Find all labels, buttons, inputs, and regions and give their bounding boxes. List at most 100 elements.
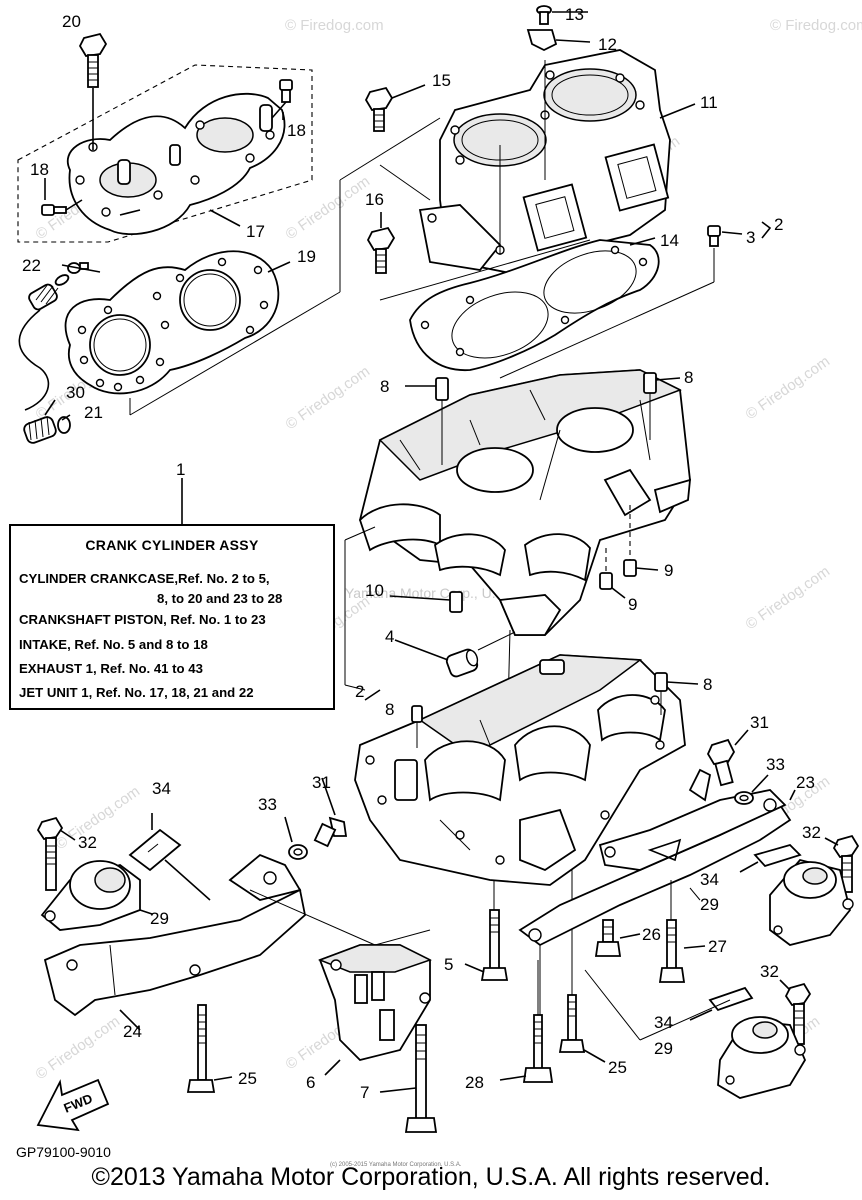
shim-34-icon (128, 813, 211, 901)
callout-8: 8 (380, 377, 389, 396)
case-rib (639, 399, 651, 461)
watermark: © Firedog.com (33, 1013, 124, 1083)
cylinder-bore-2-inner (551, 74, 629, 116)
gasket-bore-2 (179, 269, 241, 331)
head-bolt-hole (75, 175, 85, 185)
bolt-28-icon (499, 960, 554, 1083)
dowel-3-icon (499, 221, 772, 379)
callout-8: 8 (684, 368, 693, 387)
bolt-26-icon (594, 919, 641, 957)
gasket-holes (77, 257, 269, 392)
dowel-8-icon (643, 372, 681, 440)
assembly-line: 8, to 20 and 23 to 28 (157, 591, 283, 606)
lower-crankcase-group (354, 654, 686, 886)
gasket-ref-line (129, 291, 341, 416)
head-bolt-hole (245, 153, 255, 163)
exhaust-port-1-inner (535, 196, 575, 239)
callout-23: 23 (796, 773, 815, 792)
bushing-4-icon (394, 631, 516, 678)
head-bolt-hole (190, 175, 200, 185)
callout-numbers: 20 13 12 15 11 18 18 16 17 3 2 14 19 22 … (22, 5, 821, 1102)
bolt-7-icon (379, 1024, 438, 1133)
leader-14 (629, 237, 656, 246)
engine-bed-24-icon (43, 853, 306, 1031)
callout-26: 26 (642, 925, 661, 944)
assembly-line: EXHAUST 1, Ref. No. 41 to 43 (19, 661, 203, 676)
bolt-32-icon (824, 834, 860, 893)
cylinder-ref-line (339, 117, 441, 181)
mount-ref-line (374, 929, 431, 946)
callout-16: 16 (365, 190, 384, 209)
crank-bore-1 (456, 447, 534, 493)
callout-25: 25 (238, 1069, 257, 1088)
callout-30: 30 (66, 383, 85, 402)
bolt-18-icon (41, 199, 83, 216)
callout-21: 21 (84, 403, 103, 422)
cylinder-base-flange (418, 204, 502, 271)
mount-ref-line (639, 999, 731, 1041)
bracket-2 (761, 221, 772, 239)
base-gasket-group (409, 237, 660, 371)
callout-34: 34 (700, 870, 719, 889)
cylinder-head-group (17, 32, 313, 243)
bolt-32-icon (36, 816, 76, 891)
yamaha-overlay-watermark: Yamaha Motor Corp., U.S.A. (345, 585, 522, 601)
leader-19 (267, 261, 291, 273)
leader-30 (44, 399, 56, 416)
spark-plug-boss-2 (259, 104, 273, 132)
callout-10: 10 (365, 581, 384, 600)
callout-19: 19 (297, 247, 316, 266)
crankcase-ref-line (344, 684, 366, 691)
callout-32: 32 (760, 962, 779, 981)
bolt-18-icon (271, 79, 293, 119)
upper-case-top-face (378, 369, 682, 481)
case-rib (399, 439, 421, 471)
bracket-arm (688, 768, 712, 802)
watermark: © Firedog.com (283, 363, 374, 433)
callout-2: 2 (355, 682, 364, 701)
callout-5: 5 (444, 955, 453, 974)
crank-bore-2 (556, 407, 634, 453)
bolt-25-icon (186, 1004, 233, 1093)
bolt-31-icon (313, 777, 348, 848)
case-rib (469, 419, 481, 446)
bolt-15-icon (364, 84, 426, 132)
callout-33: 33 (258, 795, 277, 814)
callout-8: 8 (385, 700, 394, 719)
head-dashed-outline (17, 64, 313, 243)
cylinder-bore-2 (543, 68, 637, 122)
mount-ref-line (584, 969, 641, 1041)
callout-11: 11 (700, 93, 718, 112)
callout-29: 29 (150, 909, 169, 928)
shim-34-icon (739, 843, 802, 873)
dowel-9-icon (599, 548, 626, 599)
lower-journal-1 (424, 740, 506, 802)
callout-3: 3 (746, 228, 755, 247)
exhaust-port-2 (604, 143, 670, 212)
bolt-20-icon (78, 32, 108, 150)
main-journal-2 (434, 533, 506, 577)
base-gasket-holes (420, 245, 648, 357)
bolt-31-icon (706, 729, 749, 787)
dowel-8-icon (411, 705, 423, 748)
gasket-bore-2-inner (183, 273, 237, 327)
callout-31: 31 (312, 773, 331, 792)
assembly-reference-box: CRANK CYLINDER ASSY CYLINDER CRANKCASE,R… (9, 524, 335, 710)
engine-mount-29-icon (40, 860, 153, 931)
head-gasket-shape (64, 250, 280, 395)
gasket-bore-1-inner (93, 318, 147, 372)
base-gasket-bore-2 (543, 250, 637, 314)
watermark: © Firedog.com (743, 563, 834, 633)
lower-journal-2 (514, 725, 591, 782)
leader-17 (209, 209, 241, 227)
assembly-line: CRANKSHAFT PISTON, Ref. No. 1 to 23 (19, 612, 266, 627)
callout-34: 34 (654, 1013, 673, 1032)
head-bolt-hole (265, 130, 275, 140)
callout-29: 29 (700, 895, 719, 914)
callout-33: 33 (766, 755, 785, 774)
spark-plug-boss-1 (117, 159, 131, 185)
base-gasket-shape (409, 239, 660, 371)
engine-mount-29-icon (769, 858, 854, 946)
dowel-9-icon (623, 505, 659, 577)
